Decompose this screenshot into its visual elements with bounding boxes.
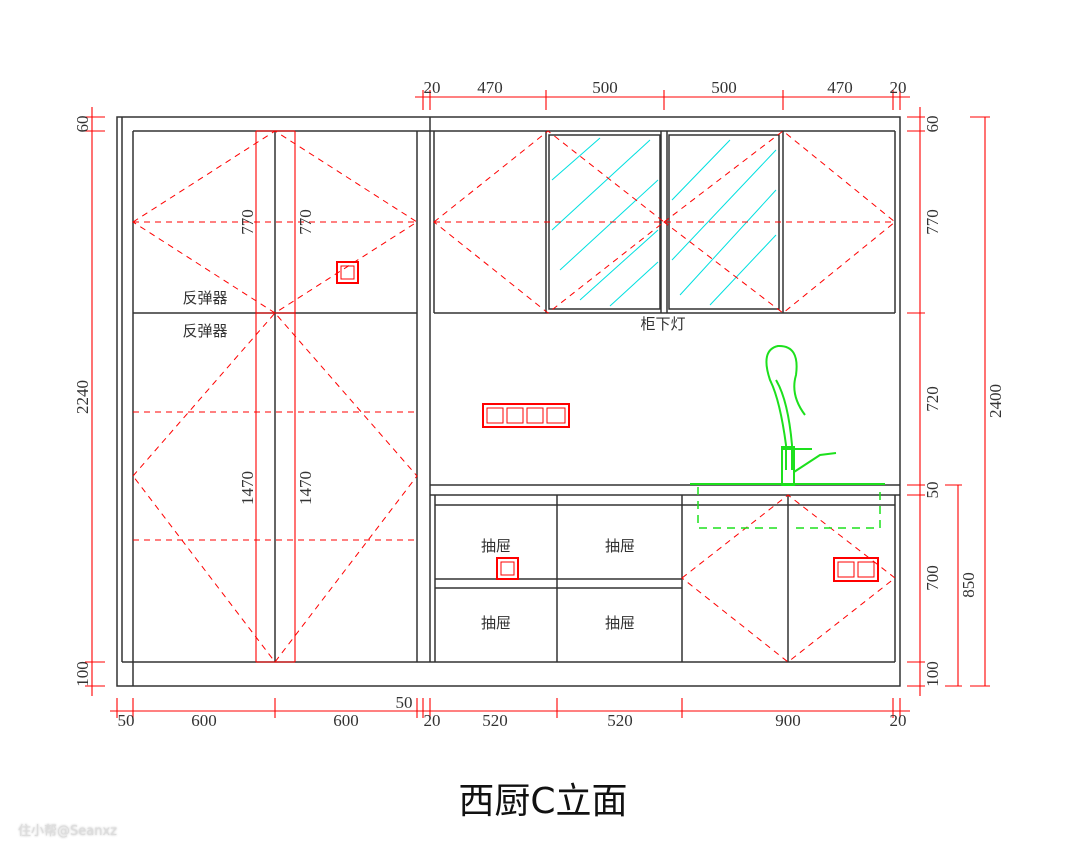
dimension-label: 520 [607, 711, 633, 730]
label-drawer: 抽屉 [481, 537, 511, 555]
dim-tall-lower-left: 1470 [238, 471, 257, 505]
left-dimensions: 60 2240 100 [73, 107, 105, 696]
door-swing-lines [132, 130, 896, 663]
dimension-label: 470 [477, 78, 503, 97]
dimension-label: 700 [923, 565, 942, 591]
glass-hatch [551, 137, 777, 307]
dimension-label: 20 [424, 78, 441, 97]
watermark: 住小帮@Seanxz [18, 824, 117, 839]
dimension-label: 770 [923, 209, 942, 235]
socket-icon [496, 557, 519, 580]
dimension-label: 520 [482, 711, 508, 730]
dim-tall-upper-right: 770 [296, 209, 315, 235]
drawing-title: 西厨C立面 [458, 781, 627, 822]
dimension-label: 470 [827, 78, 853, 97]
dimension-label: 500 [592, 78, 618, 97]
tall-cabinet-dims: 770 770 1470 1470 [238, 130, 315, 663]
label-drawer: 抽屉 [481, 614, 511, 632]
socket-icon [336, 261, 359, 284]
dim-tall-upper-left: 770 [238, 209, 257, 235]
socket-icons [336, 261, 879, 582]
bottom-dimensions: 50 600 600 50 20 520 520 900 20 [110, 693, 910, 730]
socket-double-icon [833, 557, 879, 582]
dimension-label: 50 [118, 711, 135, 730]
faucet-icon [690, 344, 885, 529]
dimension-label: 2400 [986, 384, 1005, 418]
label-under-cabinet-light: 柜下灯 [640, 315, 685, 333]
label-rebounder: 反弹器 [182, 322, 227, 340]
dimension-label: 500 [711, 78, 737, 97]
dimension-label: 600 [191, 711, 217, 730]
dimension-label: 600 [333, 711, 359, 730]
dimension-label: 60 [73, 116, 92, 133]
dimension-label: 100 [73, 661, 92, 687]
dimension-label: 20 [424, 711, 441, 730]
label-drawer: 抽屉 [605, 537, 635, 555]
label-rebounder: 反弹器 [182, 289, 227, 307]
socket-strip-icon [482, 403, 570, 428]
dimension-label: 50 [396, 693, 413, 712]
dimension-label: 2240 [73, 380, 92, 414]
dim-tall-lower-right: 1470 [296, 471, 315, 505]
dimension-label: 60 [923, 116, 942, 133]
dimension-label: 50 [923, 482, 942, 499]
label-drawer: 抽屉 [605, 614, 635, 632]
dimension-label: 100 [923, 661, 942, 687]
dimension-label: 900 [775, 711, 801, 730]
dimension-label: 850 [959, 572, 978, 598]
dimension-label: 720 [923, 386, 942, 412]
dimension-label: 20 [890, 711, 907, 730]
top-dimensions: 20 470 500 500 470 20 [415, 78, 910, 110]
cabinet-outline [116, 116, 901, 687]
dimension-label: 20 [890, 78, 907, 97]
right-dimensions: 60 770 720 50 700 100 850 2400 [907, 107, 1005, 696]
